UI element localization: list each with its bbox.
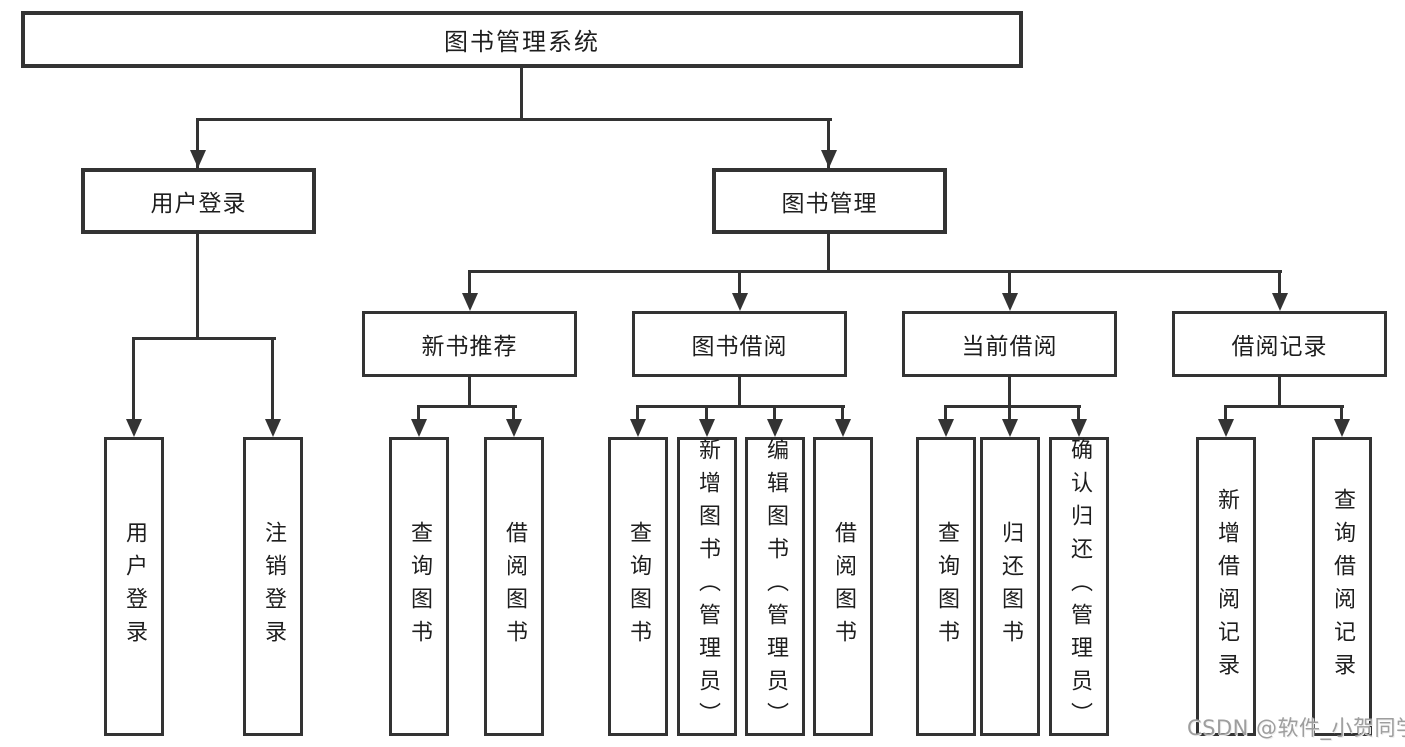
connector-stem-new-books <box>468 270 471 296</box>
node-label: 查询图书 <box>626 520 651 653</box>
connector-stem <box>1008 405 1011 421</box>
node-label: 注销登录 <box>261 520 286 653</box>
connector-stem-leaf-login <box>132 337 135 421</box>
node-label: 图书管理系统 <box>444 28 600 56</box>
node-book-management: 图书管理 <box>712 168 947 234</box>
leaf-query-borrow-record: 查询借阅记录 <box>1312 437 1372 736</box>
connector-current-hline <box>944 405 1081 408</box>
arrowhead-icon <box>462 293 478 311</box>
connector-user-login-hline <box>132 337 276 340</box>
connector-user-login-drop <box>196 232 199 339</box>
connector-stem-current <box>1008 270 1011 296</box>
connector-new-books-drop <box>468 375 471 407</box>
connector-stem <box>636 405 639 421</box>
arrowhead-icon <box>630 419 646 437</box>
connector-borrowing-drop <box>738 375 741 407</box>
node-label: 查询图书 <box>407 520 432 653</box>
connector-stem <box>1340 405 1343 421</box>
leaf-return-books: 归还图书 <box>980 437 1040 736</box>
node-user-login: 用户登录 <box>81 168 316 234</box>
arrowhead-icon <box>699 419 715 437</box>
node-label: 确认归还（管理员） <box>1067 438 1092 735</box>
leaf-confirm-return-admin: 确认归还（管理员） <box>1049 437 1109 736</box>
connector-records-hline <box>1224 405 1344 408</box>
connector-new-books-hline <box>417 405 517 408</box>
node-current-borrowing: 当前借阅 <box>902 311 1117 377</box>
connector-stem <box>705 405 708 421</box>
node-root-system: 图书管理系统 <box>21 11 1023 68</box>
node-label: 借阅图书 <box>502 520 527 653</box>
connector-stem <box>1077 405 1080 421</box>
leaf-query-books-newrec: 查询图书 <box>389 437 449 736</box>
node-label: 编辑图书（管理员） <box>763 438 788 735</box>
arrowhead-icon <box>126 419 142 437</box>
connector-stem-records <box>1278 270 1281 296</box>
arrowhead-icon <box>732 293 748 311</box>
node-label: 图书借阅 <box>691 334 788 360</box>
arrowhead-icon <box>506 419 522 437</box>
arrowhead-icon <box>265 419 281 437</box>
connector-records-drop <box>1278 375 1281 407</box>
connector-root-drop <box>520 66 523 120</box>
leaf-borrow-books-borrowing: 借阅图书 <box>813 437 873 736</box>
arrowhead-icon <box>1218 419 1234 437</box>
leaf-logout: 注销登录 <box>243 437 303 736</box>
connector-stem-book-mgmt <box>827 118 830 168</box>
leaf-query-books-borrowing: 查询图书 <box>608 437 668 736</box>
node-label: 查询借阅记录 <box>1330 487 1355 686</box>
arrowhead-icon <box>1334 419 1350 437</box>
connector-stem-borrowing <box>738 270 741 296</box>
node-label: 新书推荐 <box>421 334 518 360</box>
connector-borrowing-hline <box>636 405 845 408</box>
node-label: 用户登录 <box>150 191 247 217</box>
leaf-borrow-books-newrec: 借阅图书 <box>484 437 544 736</box>
node-label: 借阅记录 <box>1231 334 1328 360</box>
node-label: 新增借阅记录 <box>1214 487 1239 686</box>
node-label: 借阅图书 <box>831 520 856 653</box>
connector-stem <box>944 405 947 421</box>
node-book-borrowing: 图书借阅 <box>632 311 847 377</box>
arrowhead-icon <box>835 419 851 437</box>
arrowhead-icon <box>190 150 206 168</box>
arrowhead-icon <box>767 419 783 437</box>
arrowhead-icon <box>821 150 837 168</box>
connector-level3-hline <box>468 270 1282 273</box>
arrowhead-icon <box>1002 293 1018 311</box>
arrowhead-icon <box>1272 293 1288 311</box>
connector-stem <box>773 405 776 421</box>
node-new-book-recommend: 新书推荐 <box>362 311 577 377</box>
node-label: 归还图书 <box>998 520 1023 653</box>
leaf-user-login: 用户登录 <box>104 437 164 736</box>
connector-stem <box>512 405 515 421</box>
connector-stem <box>417 405 420 421</box>
connector-stem-leaf-logout <box>271 337 274 421</box>
arrowhead-icon <box>1071 419 1087 437</box>
connector-current-drop <box>1008 375 1011 407</box>
node-borrowing-records: 借阅记录 <box>1172 311 1387 377</box>
connector-stem-user-login <box>196 118 199 168</box>
node-label: 用户登录 <box>122 520 147 653</box>
node-label: 图书管理 <box>781 191 878 217</box>
watermark-text: CSDN @软件_小贺同学 <box>1187 716 1405 740</box>
arrowhead-icon <box>411 419 427 437</box>
connector-book-mgmt-drop <box>827 232 830 273</box>
leaf-query-books-current: 查询图书 <box>916 437 976 736</box>
node-label: 当前借阅 <box>961 334 1058 360</box>
connector-stem <box>1224 405 1227 421</box>
leaf-add-books-admin: 新增图书（管理员） <box>677 437 737 736</box>
node-label: 查询图书 <box>934 520 959 653</box>
connector-stem <box>841 405 844 421</box>
leaf-add-borrow-record: 新增借阅记录 <box>1196 437 1256 736</box>
arrowhead-icon <box>938 419 954 437</box>
node-label: 新增图书（管理员） <box>695 438 720 735</box>
arrowhead-icon <box>1002 419 1018 437</box>
leaf-edit-books-admin: 编辑图书（管理员） <box>745 437 805 736</box>
connector-level2-hline <box>196 118 832 121</box>
